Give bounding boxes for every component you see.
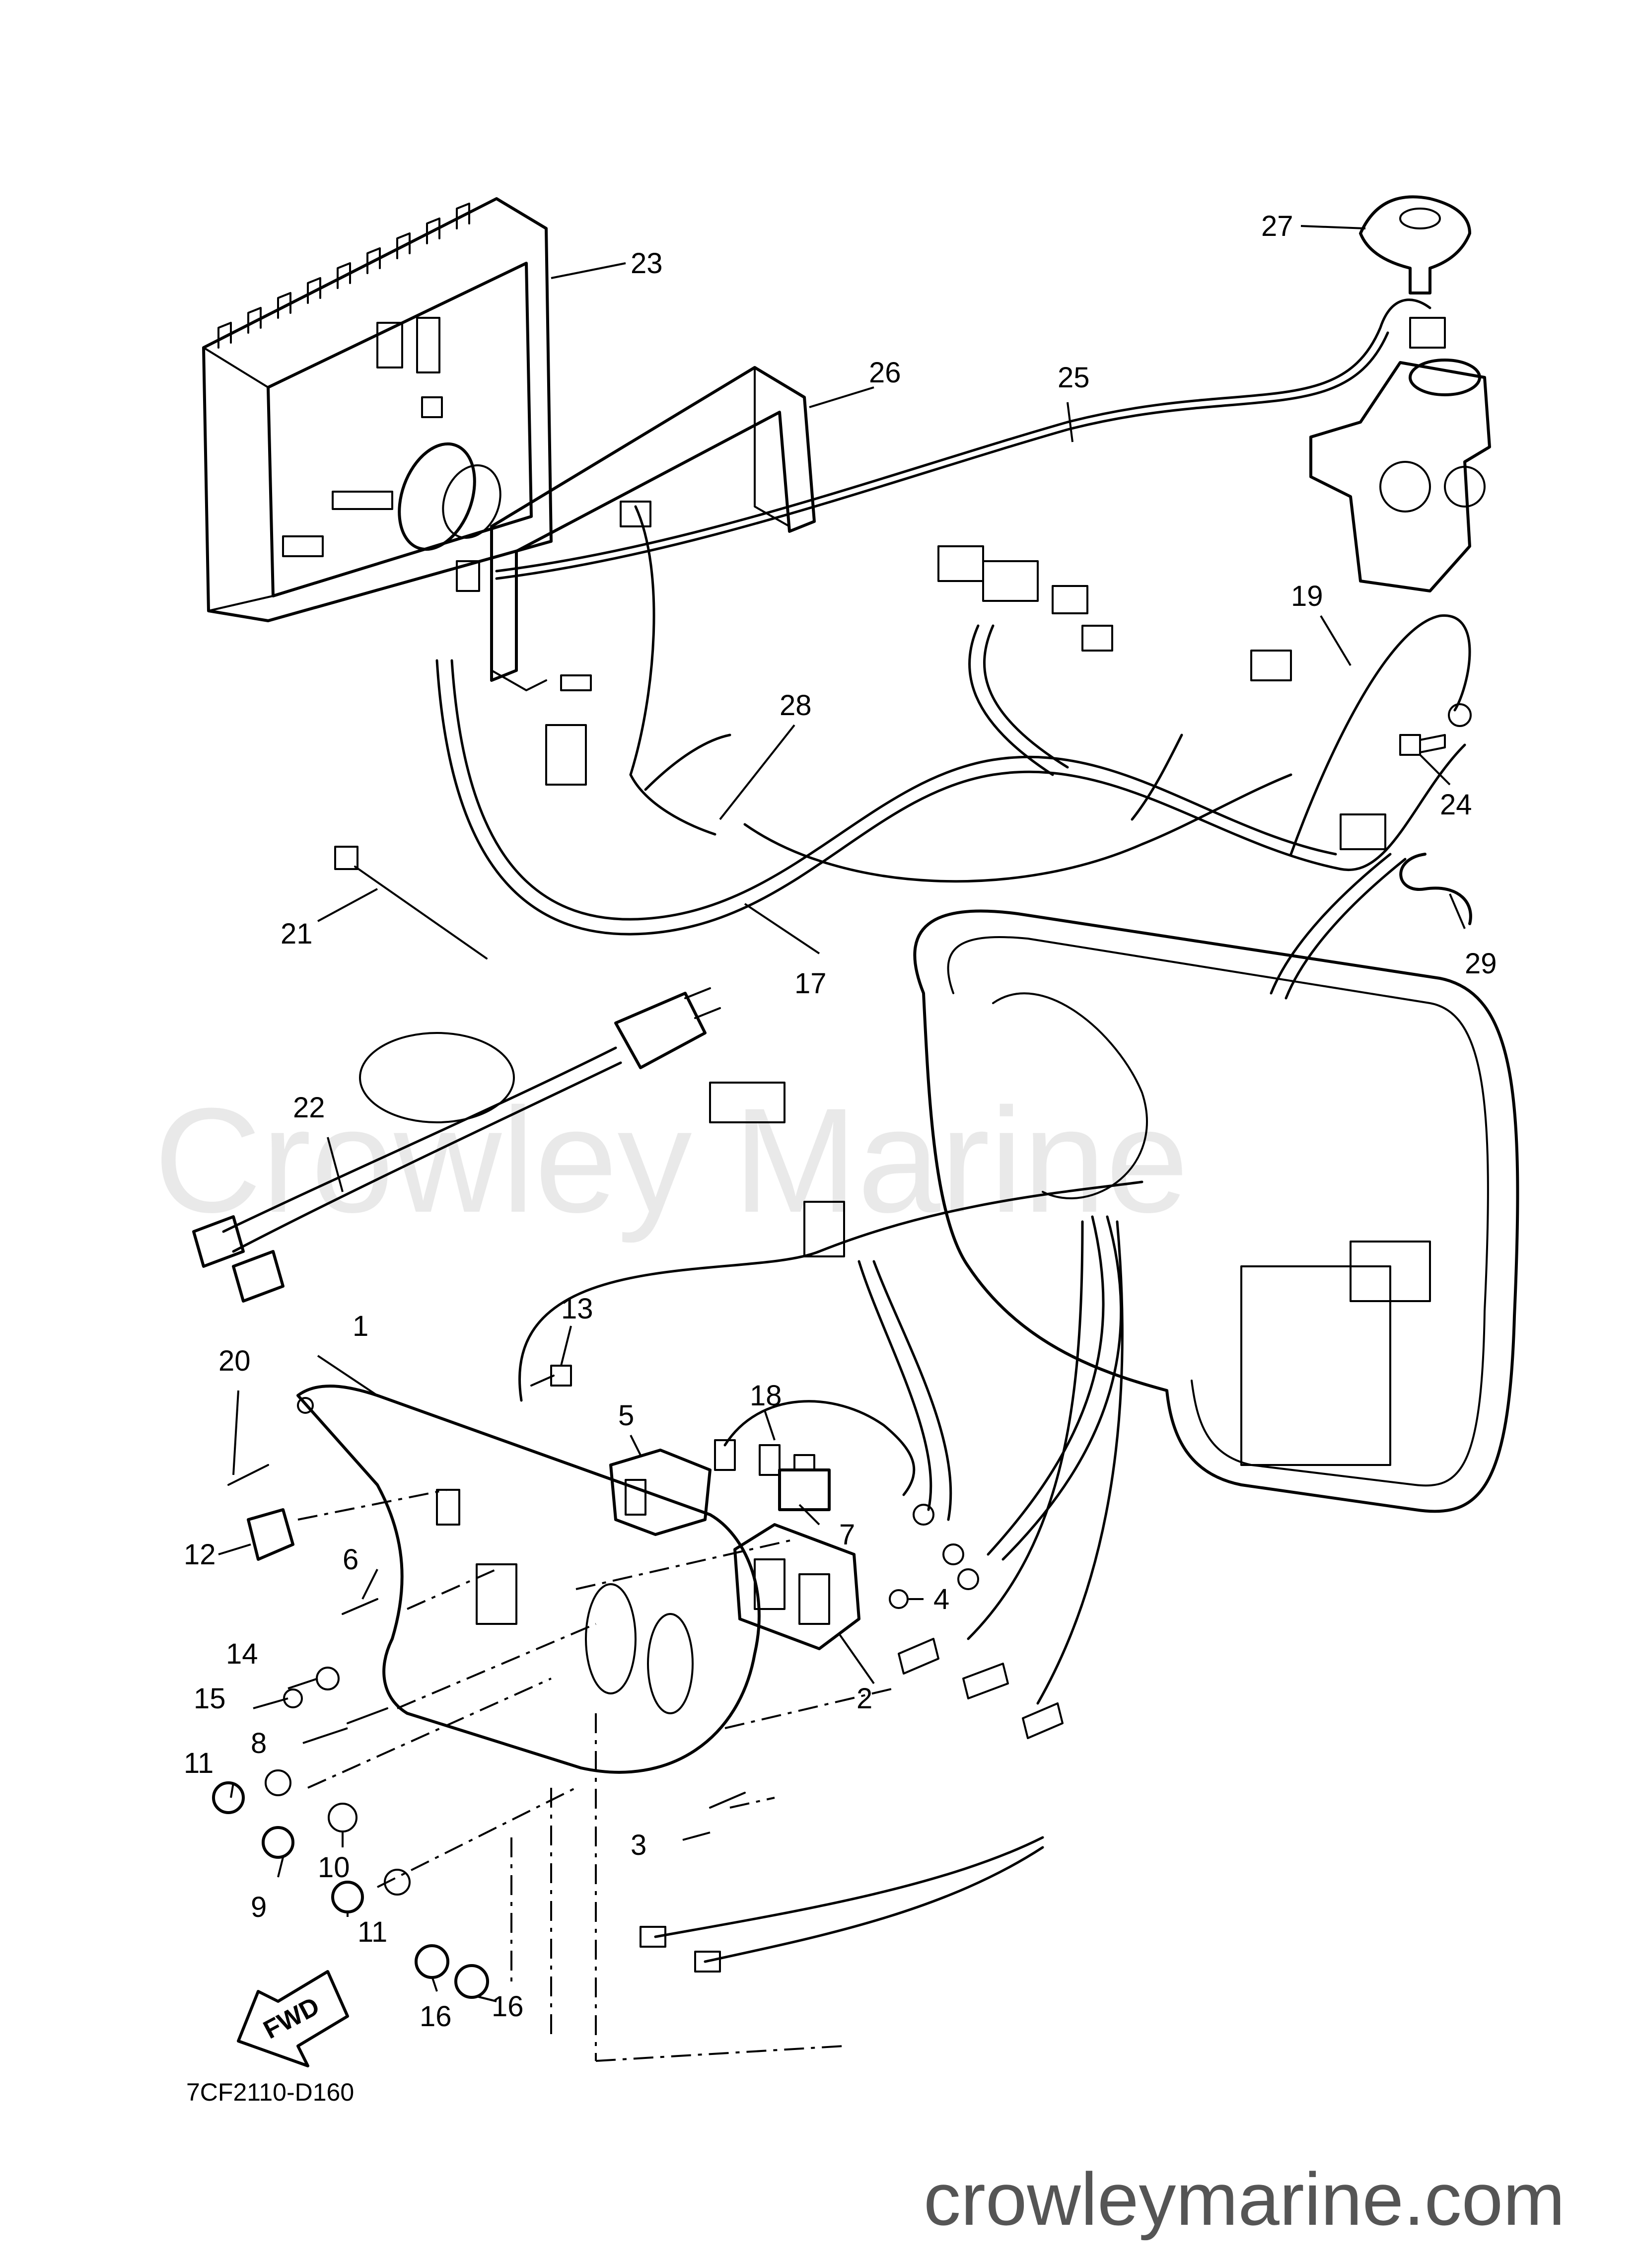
bushing-part-10: [328, 1803, 357, 1832]
screw-part-20: [227, 1464, 269, 1486]
assembly-guide-lines: [297, 1489, 894, 2062]
watermark-text: Crowley Marine: [154, 1077, 1189, 1244]
ground-lead-part-19: [1289, 614, 1471, 856]
callout-28: 28: [780, 689, 812, 722]
callout-3: 3: [631, 1829, 646, 1861]
callout-9: 9: [251, 1891, 267, 1923]
lead-wire-part-18: [723, 1400, 916, 1496]
callout-24: 24: [1440, 789, 1472, 821]
screw-part-3: [709, 1792, 746, 1809]
callout-4: 4: [933, 1583, 949, 1615]
cap-part-12: [247, 1508, 294, 1561]
screw-part-8: [347, 1707, 388, 1724]
callout-21: 21: [281, 918, 313, 950]
switch-part-5: [609, 1449, 712, 1536]
callout-10: 10: [318, 1851, 350, 1884]
washer-part-4: [889, 1589, 909, 1609]
leader-lines: [218, 225, 1466, 2002]
fuse-holder-part-16a: [415, 1944, 449, 1979]
callout-8: 8: [251, 1727, 267, 1759]
callout-26: 26: [869, 357, 901, 389]
callout-15: 15: [194, 1683, 226, 1715]
nut-part-15: [283, 1688, 303, 1708]
inverter-unit-part-23: [202, 197, 553, 622]
sensor-part-27: [1359, 195, 1471, 294]
callout-13: 13: [561, 1293, 593, 1325]
callout-25: 25: [1058, 362, 1090, 394]
fuse-holder-part-16b: [454, 1964, 489, 1999]
wire-harness-part-17: [435, 545, 1466, 1000]
callout-18: 18: [750, 1380, 782, 1412]
grommet-part-11a: [212, 1781, 245, 1814]
callout-1: 1: [353, 1310, 368, 1342]
sensor-lead-part-25: [495, 298, 1431, 573]
callout-16a: 16: [420, 2000, 452, 2033]
washer-part-14: [316, 1667, 340, 1690]
panel-wiring: [518, 1180, 1143, 1973]
callout-11a: 11: [184, 1747, 214, 1779]
callout-2: 2: [857, 1683, 872, 1715]
callout-19: 19: [1291, 580, 1323, 612]
website-footer: crowleymarine.com: [924, 2157, 1565, 2241]
callout-5: 5: [618, 1399, 634, 1432]
callout-16b: 16: [492, 1990, 524, 2023]
callout-12: 12: [184, 1538, 216, 1571]
bolt-part-24: [1399, 734, 1446, 756]
callout-29: 29: [1465, 948, 1497, 980]
callout-labels: 1 2 3 4 5 6 7 8 9 10 11 11 12 13 14 15 1…: [184, 210, 1497, 2033]
callout-6: 6: [343, 1543, 358, 1576]
callout-14: 14: [226, 1638, 258, 1670]
power-cord-part-22: [192, 987, 721, 1303]
callout-7: 7: [839, 1519, 855, 1551]
engine-housing: [709, 909, 1519, 1513]
callout-22: 22: [293, 1092, 325, 1124]
carburetor-body: [1309, 317, 1491, 592]
sub-harness-part-28: [620, 501, 731, 836]
clamp-part-29: [1399, 853, 1472, 925]
cable-tie-part-21: [334, 846, 488, 959]
outlet-part-2: [733, 1523, 860, 1650]
forward-direction-arrow: FWD: [237, 1970, 349, 2067]
callout-23: 23: [631, 247, 663, 280]
bracket-part-26: [490, 366, 816, 691]
control-panel-part-1: [296, 1385, 761, 1774]
callout-20: 20: [218, 1345, 251, 1377]
knob-part-9: [262, 1826, 294, 1859]
panel-hardware: [212, 1769, 489, 1999]
callout-11b: 11: [357, 1916, 387, 1948]
screw-part-6: [342, 1598, 378, 1615]
breaker-part-7: [778, 1454, 831, 1511]
grommet-part-11b: [331, 1881, 364, 1913]
diagram-code: 7CF2110-D160: [186, 2078, 354, 2106]
callout-17: 17: [794, 967, 827, 1000]
callout-27: 27: [1261, 210, 1293, 242]
